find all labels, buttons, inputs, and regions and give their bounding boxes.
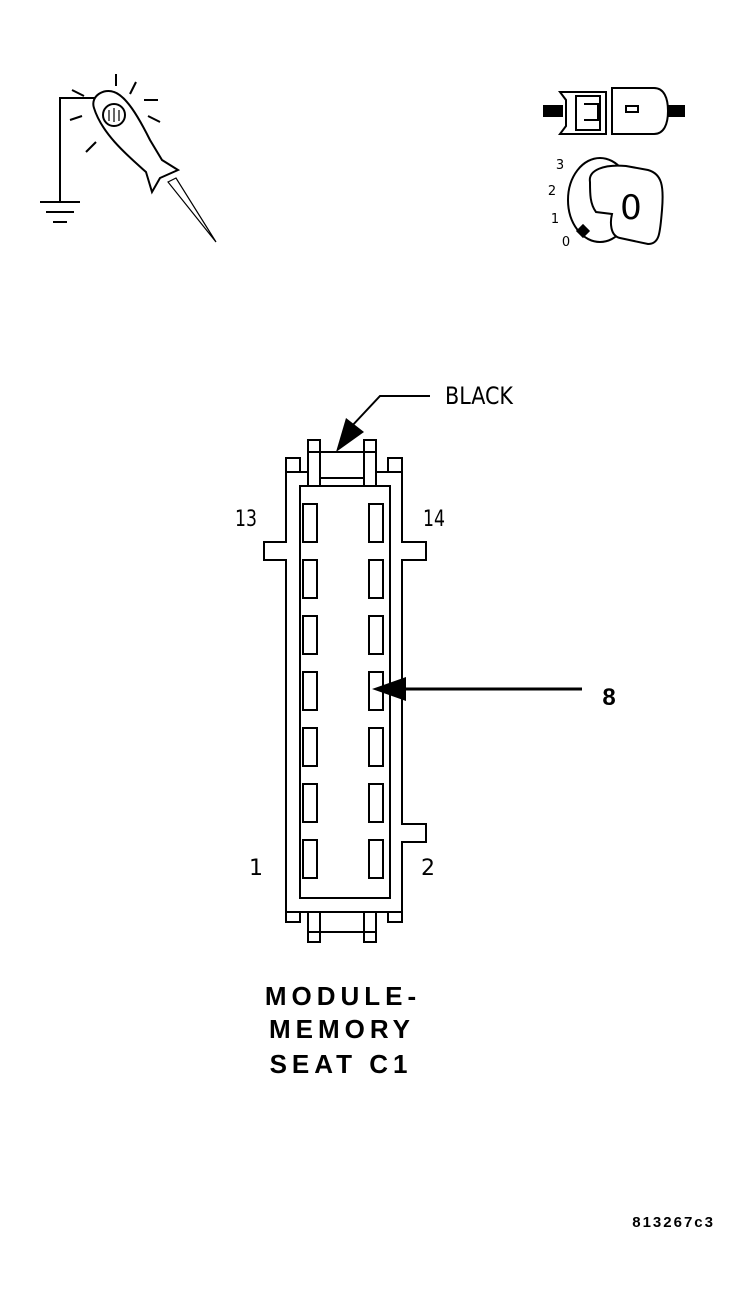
pin-label-2: 2 xyxy=(421,856,435,881)
cavity-7 xyxy=(302,671,318,711)
cavity-12 xyxy=(368,559,384,599)
connector-title-line-1: MODULE- xyxy=(265,981,421,1011)
cavity-10 xyxy=(368,615,384,655)
cavity-3 xyxy=(302,783,318,823)
ignition-position-1: 1 xyxy=(551,212,559,227)
ignition-position-0: 0 xyxy=(562,235,570,250)
test-light-icon xyxy=(40,74,217,243)
cavity-4 xyxy=(368,783,384,823)
cavity-2 xyxy=(368,839,384,879)
cavity-6 xyxy=(368,727,384,767)
cavity-1 xyxy=(302,839,318,879)
color-label-leader xyxy=(336,395,430,452)
ignition-key-glyph: 0 xyxy=(620,188,642,228)
cavity-5 xyxy=(302,727,318,767)
pin-label-13: 13 xyxy=(235,507,257,532)
figure-id: 813267c3 xyxy=(632,1214,715,1231)
connector-title-line-2: MEMORY xyxy=(269,1014,415,1044)
ground-symbol-icon xyxy=(40,201,80,223)
pin-label-1: 1 xyxy=(249,856,263,881)
connector-title-line-3: SEAT C1 xyxy=(270,1049,413,1079)
connector-disconnect-icon xyxy=(543,87,685,135)
connector-color-label: BLACK xyxy=(445,382,514,410)
cavity-9 xyxy=(302,615,318,655)
cavity-13 xyxy=(302,503,318,543)
pin-callout-arrow xyxy=(372,677,582,701)
pin-callout-number: 8 xyxy=(602,684,615,711)
cavity-11 xyxy=(302,559,318,599)
connector-title: MODULE- MEMORY SEAT C1 xyxy=(265,981,421,1079)
ignition-key-icon: 0 3 2 1 0 xyxy=(548,157,664,250)
connector-cavities xyxy=(302,503,384,879)
pin-label-14: 14 xyxy=(423,507,445,532)
ignition-position-2: 2 xyxy=(548,184,556,199)
cavity-14 xyxy=(368,503,384,543)
ignition-position-3: 3 xyxy=(556,158,564,173)
